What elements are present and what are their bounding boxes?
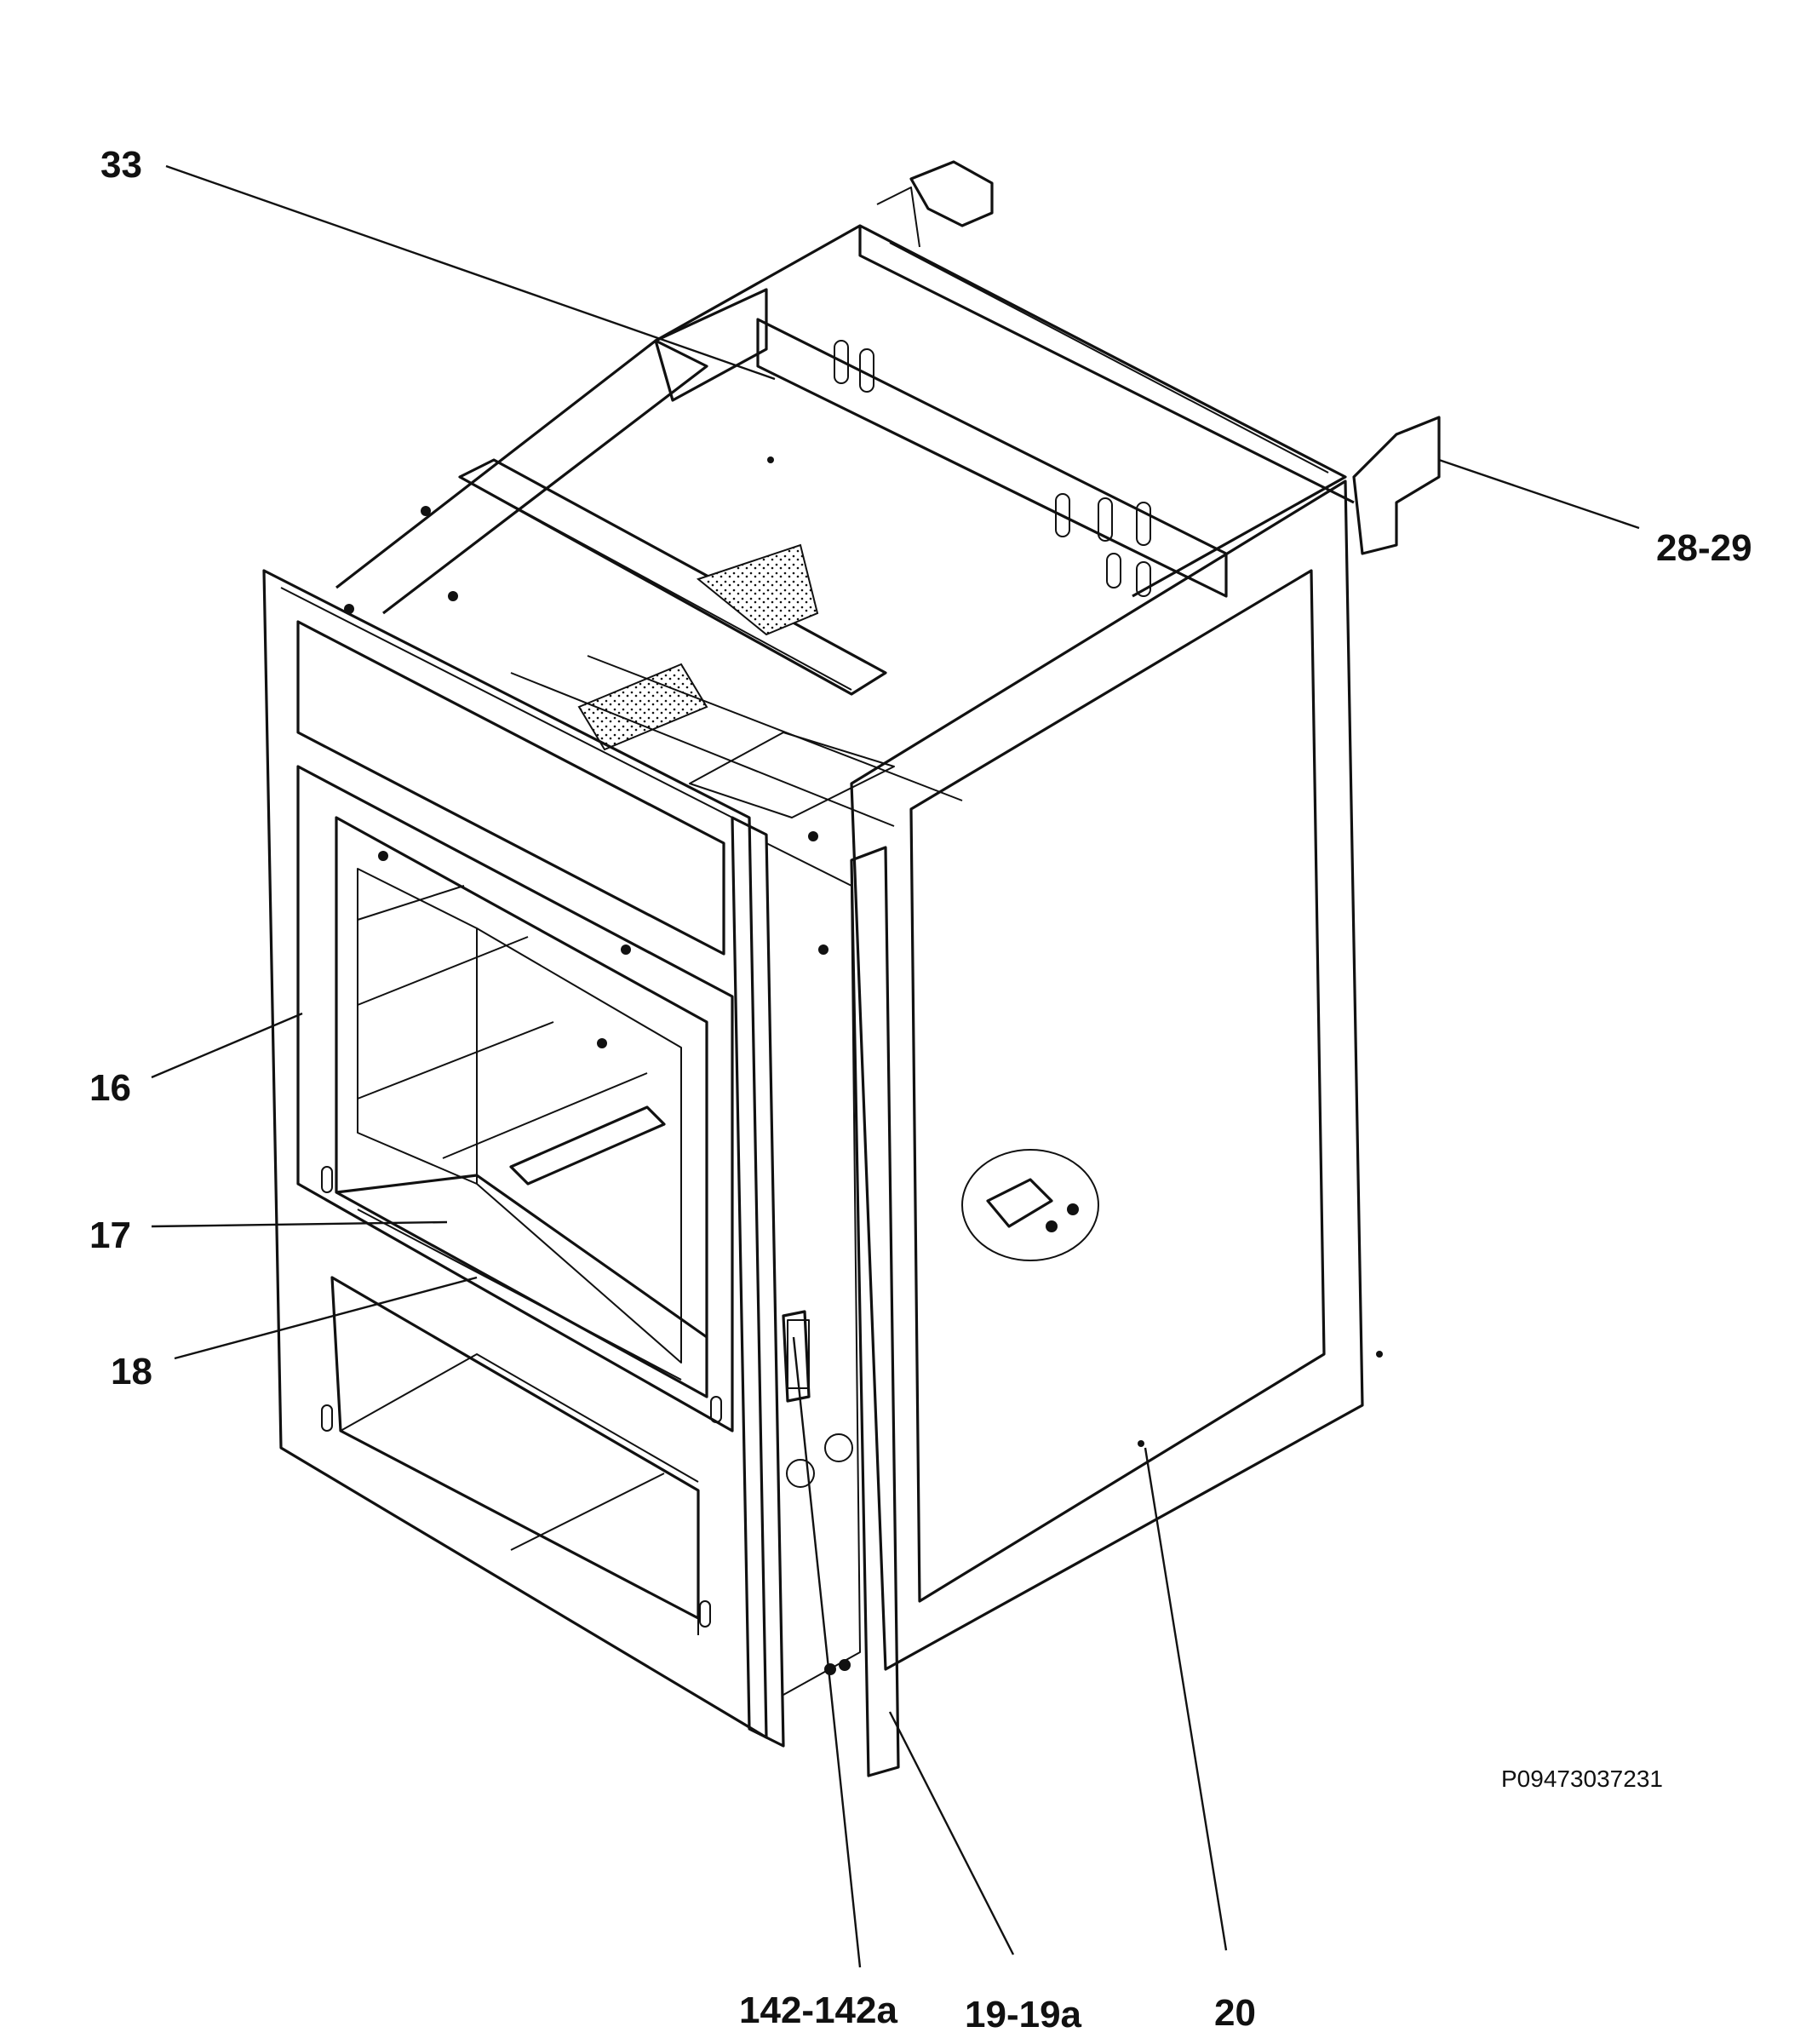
callout-33: 33 <box>100 144 142 186</box>
callout-20: 20 <box>1214 1992 1256 2034</box>
leader-20 <box>1144 1447 1228 1951</box>
callout-leaders <box>151 164 1640 1968</box>
leader-142-142a <box>792 1336 862 1968</box>
oven-cabinet <box>262 160 1441 1777</box>
leader-17 <box>151 1220 448 1228</box>
callout-18: 18 <box>111 1351 152 1392</box>
leader-28-29 <box>1438 458 1640 530</box>
leader-16 <box>151 1012 303 1079</box>
leader-33 <box>165 164 776 381</box>
callout-17: 17 <box>89 1214 131 1256</box>
callout-16: 16 <box>89 1067 131 1109</box>
drawing-code: P09473037231 <box>1501 1766 1663 1792</box>
rear-vent-slots <box>834 340 1151 597</box>
callout-19-19a: 19-19a <box>965 1994 1082 2035</box>
callout-142-142a: 142-142a <box>739 1989 897 2031</box>
callout-labels: 33 28-29 16 17 18 142-142a 19-19a 20 P09… <box>89 144 1752 2035</box>
leader-18 <box>174 1276 478 1360</box>
leader-19-19a <box>888 1711 1015 1955</box>
callout-28-29: 28-29 <box>1656 527 1752 569</box>
